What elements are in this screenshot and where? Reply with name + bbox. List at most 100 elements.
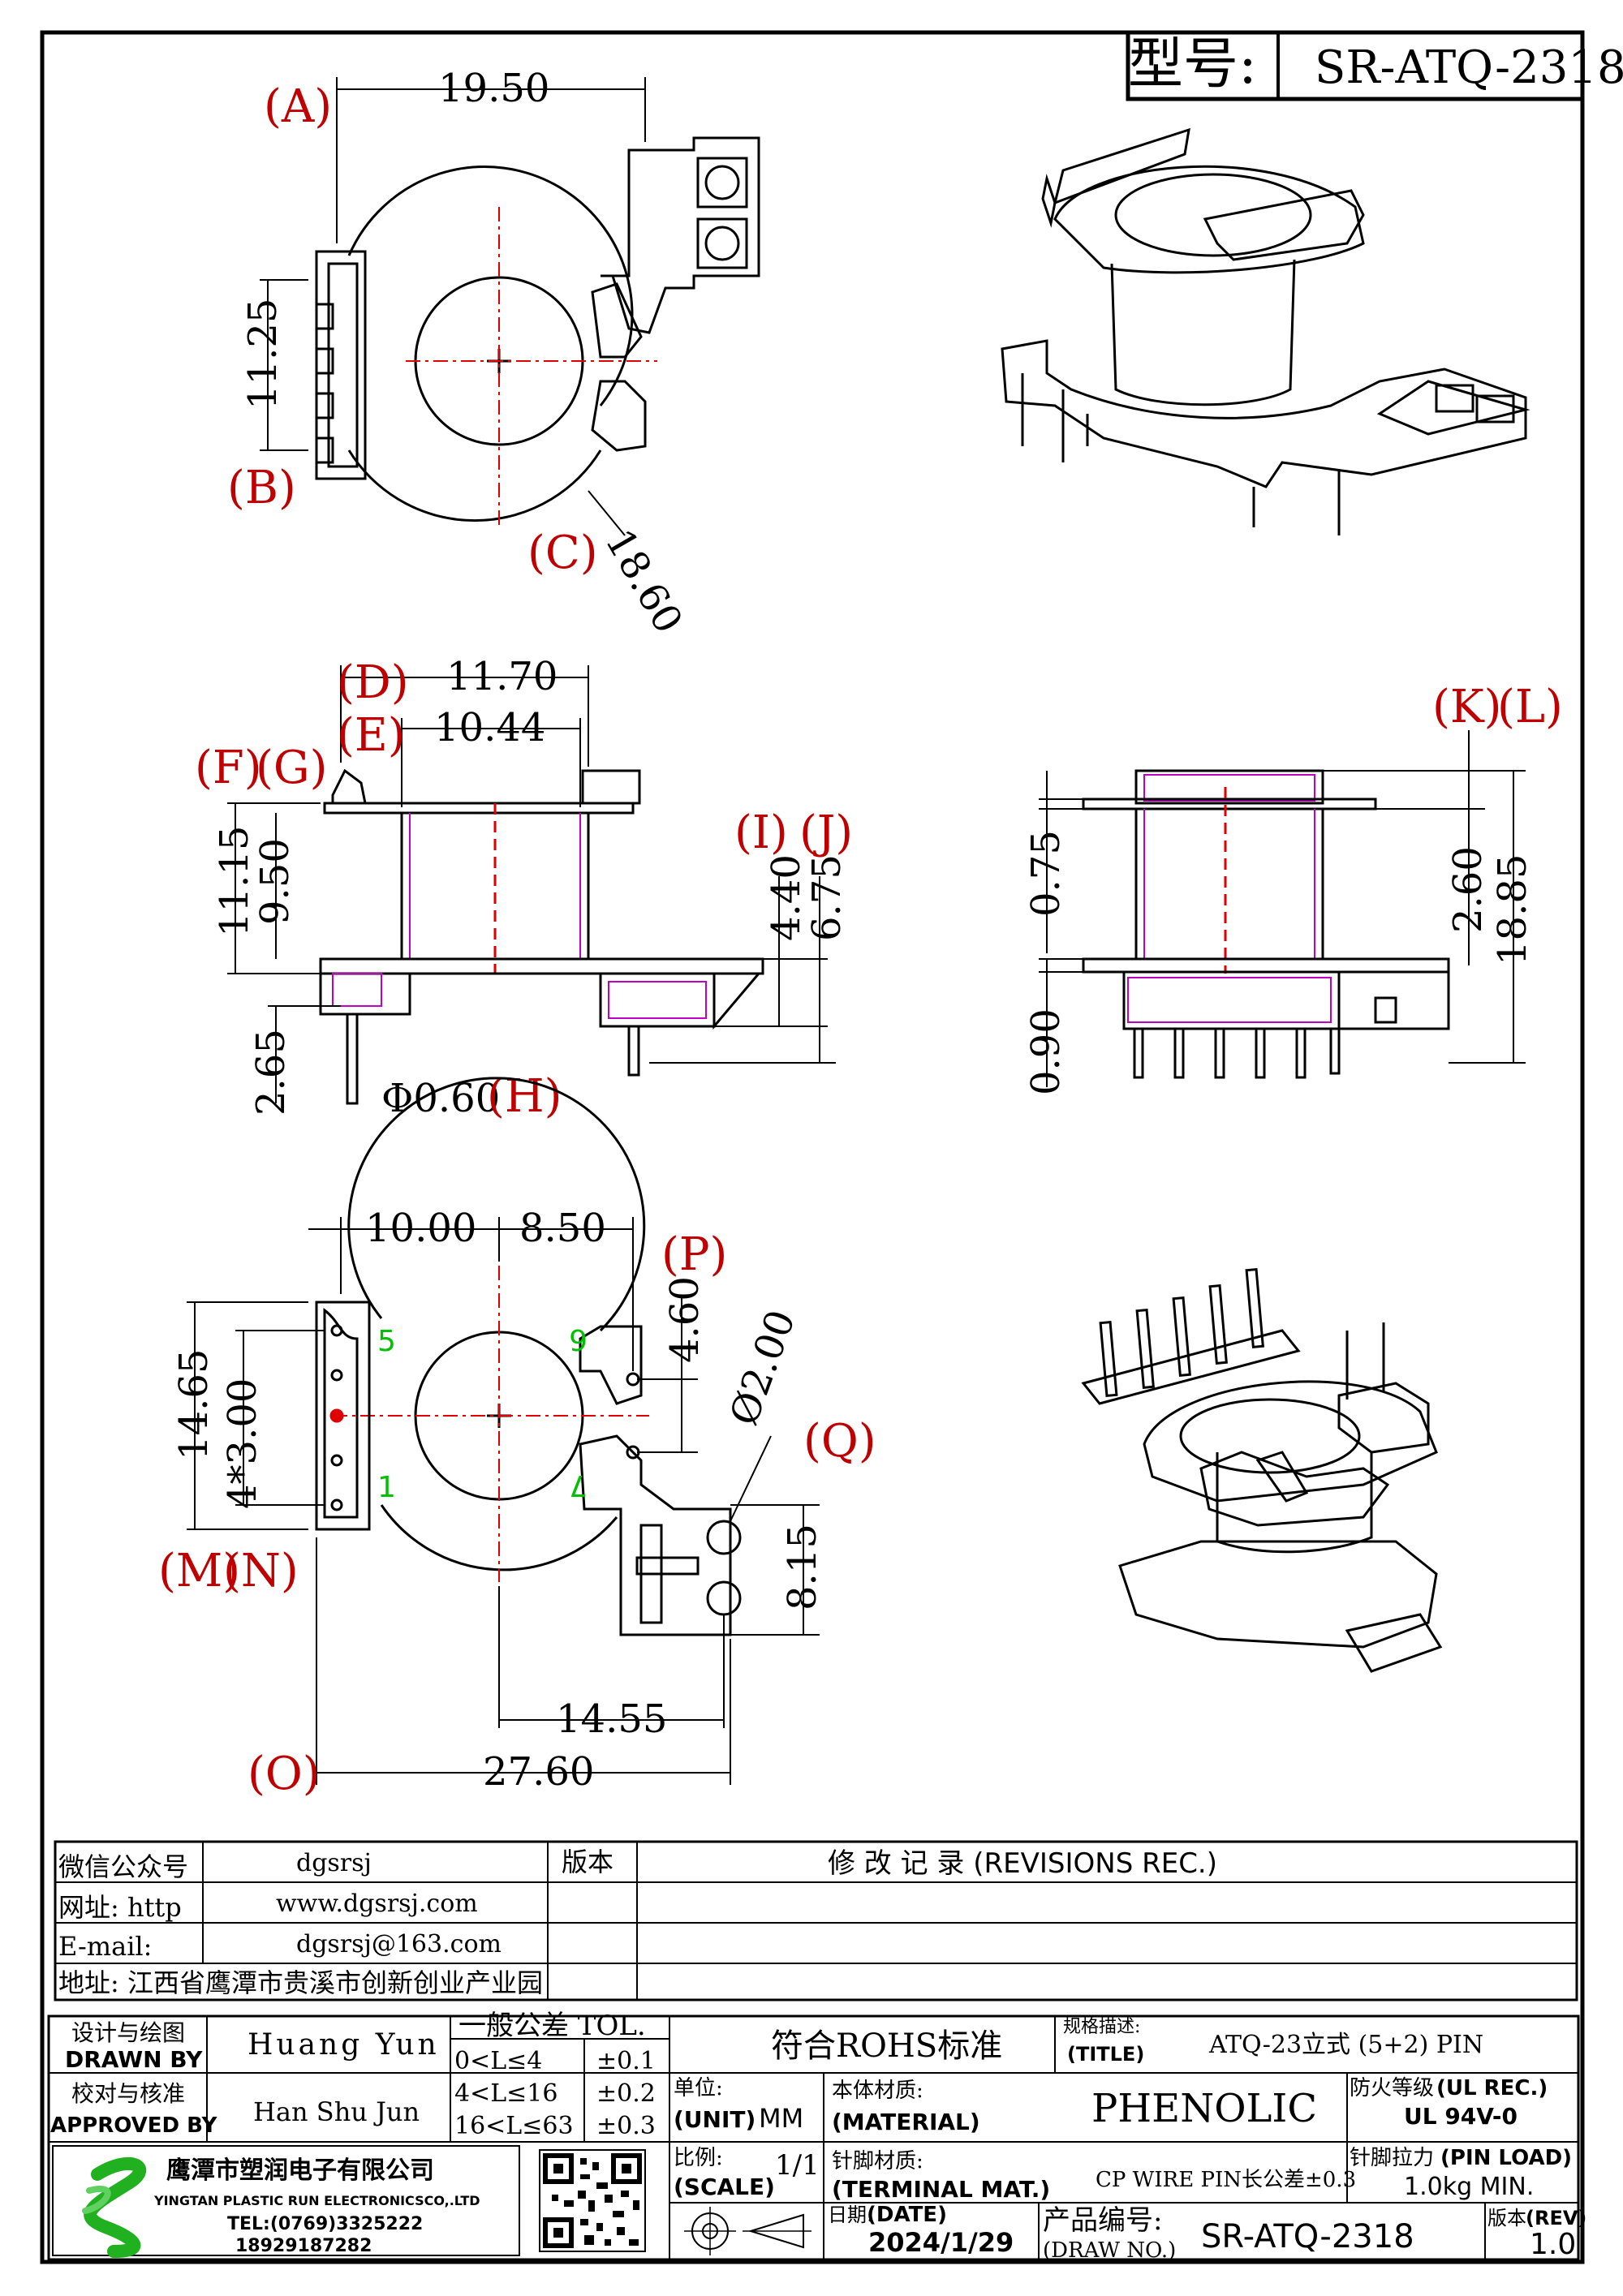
rev-label-en: (REV) — [1526, 2207, 1586, 2229]
designer-label-cn: 设计与绘图 — [71, 2019, 185, 2046]
dim-h2-value: 9.50 — [252, 838, 298, 925]
dim-a-value: 19.50 — [438, 66, 549, 111]
label-k: (K) — [1432, 681, 1502, 733]
company-name-en: YINGTAN PLASTIC RUN ELECTRONICSCO,.LTD — [153, 2193, 480, 2208]
terminal-label-en: (TERMINAL MAT.) — [832, 2176, 1050, 2203]
label-q: (Q) — [803, 1415, 876, 1468]
scale-value: 1/1 — [775, 2149, 820, 2182]
dim-i-value: 4.40 — [764, 854, 809, 941]
fire-value: UL 94V-0 — [1404, 2103, 1518, 2130]
fire-label-cn: 防火等级 — [1350, 2076, 1434, 2100]
terminal-label-cn: 针脚材质: — [832, 2149, 923, 2173]
rev-label-cn: 版本 — [1487, 2207, 1526, 2229]
tol-range-1: 0<L≤4 — [454, 2047, 542, 2075]
label-d: (D) — [337, 656, 409, 709]
spec-value: ATQ-23立式 (5+2) PIN — [1208, 2031, 1483, 2059]
designer-value: Huang Yun — [248, 2028, 440, 2062]
dim-m-value: 14.65 — [171, 1349, 217, 1460]
model-value: SR-ATQ-2318 — [1315, 41, 1623, 94]
wechat-value: dgsrsj — [296, 1849, 372, 1877]
model-label: 型号: — [1128, 32, 1257, 97]
sheet-border — [40, 30, 1585, 2264]
dim-e-value: 10.44 — [434, 705, 545, 750]
tol-range-2: 4<L≤16 — [454, 2079, 558, 2108]
label-e: (E) — [337, 709, 406, 762]
company-box — [52, 2145, 520, 2256]
approver-value: Han Shu Jun — [253, 2096, 420, 2127]
material-label-en: (MATERIAL) — [832, 2109, 980, 2135]
drawno-label-cn: 产品编号: — [1043, 2204, 1162, 2237]
dim-b1-value: 0.90 — [1023, 1008, 1069, 1095]
label-l: (L) — [1497, 681, 1563, 733]
unit-value: MM — [759, 2103, 803, 2134]
drawno-label-en: (DRAW NO.) — [1043, 2238, 1176, 2263]
tol-value-2: ±0.2 — [596, 2079, 656, 2108]
scale-label-en: (SCALE) — [674, 2173, 775, 2200]
label-f: (F) — [195, 742, 262, 794]
web-value: www.dgsrsj.com — [276, 1890, 478, 1918]
wechat-label: 微信公众号 — [58, 1851, 188, 1882]
dim-w1-value: 10.00 — [365, 1206, 476, 1251]
pin-number-6: 6 — [569, 1322, 588, 1356]
unit-label-cn: 单位: — [674, 2076, 723, 2100]
side-view: 11.70 10.44 11.15 9.50 4.40 6.75 2.65 Φ0… — [212, 654, 850, 1121]
dim-pin-len-value: 2.65 — [248, 1029, 294, 1116]
label-i: (I) — [734, 806, 788, 859]
scale-label-cn: 比例: — [674, 2146, 723, 2170]
designer-label-en: DRAWN BY — [65, 2046, 203, 2073]
label-g: (G) — [256, 742, 327, 794]
tol-value-3: ±0.3 — [596, 2112, 656, 2140]
pinload-value: 1.0kg MIN. — [1404, 2173, 1534, 2201]
label-b: (B) — [227, 462, 296, 514]
date-label-en: (DATE) — [867, 2203, 947, 2227]
unit-label-en: (UNIT) — [674, 2106, 756, 2133]
company-logo-icon — [82, 2156, 146, 2258]
email-value: dgsrsj@163.com — [296, 1930, 502, 1958]
dim-q-value: 8.15 — [780, 1524, 825, 1610]
approver-label-en: APPROVED BY — [50, 2113, 218, 2138]
label-p: (P) — [661, 1228, 727, 1281]
company-tel: TEL:(0769)3325222 — [227, 2214, 423, 2234]
date-value: 2024/1/29 — [868, 2227, 1014, 2258]
dim-l-value: 18.85 — [1490, 854, 1535, 965]
fire-label-en: (UL REC.) — [1436, 2076, 1548, 2100]
dim-k-value: 2.60 — [1445, 846, 1491, 933]
address-value: 地址: 江西省鹰潭市贵溪市创新创业产业园 — [58, 1967, 543, 1998]
dim-dia-value: 18.60 — [596, 522, 691, 641]
label-a: (A) — [264, 80, 332, 133]
dim-h1-value: 11.15 — [212, 826, 257, 937]
dim-o-value: 27.60 — [483, 1749, 594, 1795]
dim-j-value: 6.75 — [804, 854, 850, 941]
bottom-view: 10.00 8.50 4.60 Ø2.00 14.65 4*3.00 8.15 … — [171, 1077, 825, 1795]
company-name-cn: 鹰潭市塑润电子有限公司 — [166, 2156, 434, 2185]
label-j: (J) — [799, 806, 853, 859]
qr-code-icon — [539, 2149, 646, 2252]
terminal-value: CP WIRE PIN长公差±0.3 — [1096, 2168, 1356, 2192]
dim-t1-value: 0.75 — [1023, 830, 1069, 917]
web-label: 网址: http — [58, 1892, 182, 1923]
drawno-value: SR-ATQ-2318 — [1201, 2218, 1414, 2255]
pin-number-1: 1 — [377, 1471, 396, 1504]
dim-w3-value: 14.55 — [556, 1696, 667, 1742]
info-table: 微信公众号 dgsrsj 网址: http www.dgsrsj.com E-m… — [54, 1840, 1578, 2001]
projection-symbol-icon — [684, 2207, 812, 2255]
tol-range-3: 16<L≤63 — [454, 2112, 574, 2140]
material-label-cn: 本体材质: — [832, 2079, 923, 2103]
top-view: 19.50 11.25 18.60 — [240, 66, 760, 641]
company-phone: 18929187282 — [235, 2236, 372, 2256]
label-n: (N) — [223, 1545, 299, 1597]
dim-n-value: 4*3.00 — [220, 1378, 265, 1509]
spec-label-en: (TITLE) — [1067, 2043, 1144, 2066]
email-label: E-mail: — [58, 1931, 152, 1962]
rev-value: 1.0 — [1530, 2228, 1576, 2261]
front-view: 0.75 0.90 2.60 18.85 — [1023, 730, 1535, 1095]
title-block: 设计与绘图 DRAWN BY Huang Yun 校对与核准 APPROVED … — [47, 2010, 1586, 2263]
dim-height-value: 11.25 — [240, 299, 286, 410]
tol-value-1: ±0.1 — [596, 2047, 656, 2075]
dim-hole-value: Ø2.00 — [721, 1305, 805, 1432]
label-c: (C) — [527, 527, 598, 579]
model-box: 型号: SR-ATQ-2318 — [1126, 30, 1623, 101]
iso-view-bottom — [1081, 1268, 1443, 1673]
rohs-text: 符合ROHS标准 — [771, 2027, 1002, 2065]
